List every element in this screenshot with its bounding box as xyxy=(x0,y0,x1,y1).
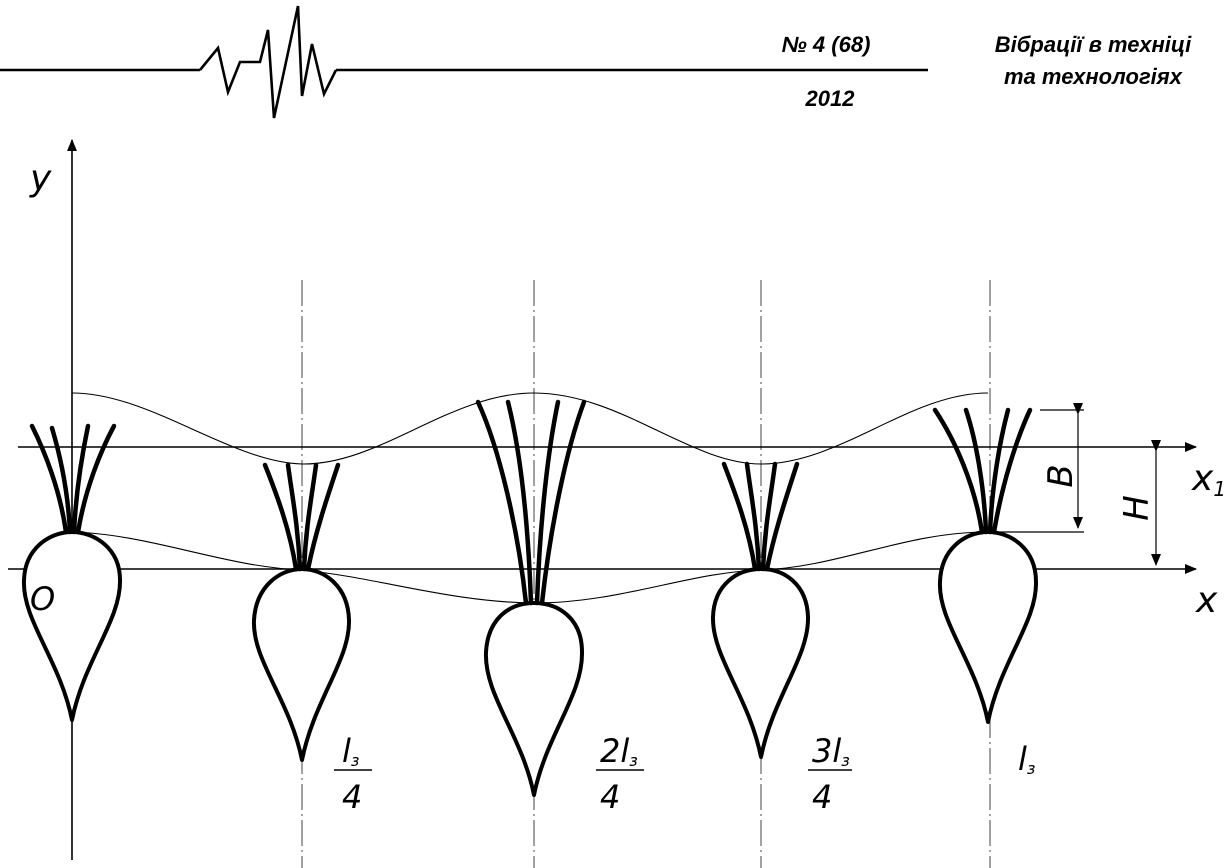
mark-quarter: lз 4 xyxy=(334,732,372,816)
beet-plant-quarter xyxy=(251,462,352,762)
beet-leaf xyxy=(764,461,800,572)
beet-leaf xyxy=(301,462,319,572)
upper-envelope-curve xyxy=(71,392,989,465)
beet-leaf xyxy=(305,462,341,572)
mark-three-quarter: 3lз 4 xyxy=(808,732,852,816)
issue-year: 2012 xyxy=(805,86,856,111)
beet-leaf xyxy=(760,461,778,572)
dimension-b xyxy=(1000,403,1084,533)
x1-axis-label: x1 xyxy=(1191,458,1226,501)
beet-leaf xyxy=(285,462,303,572)
dimension-h-label: H xyxy=(1117,495,1157,521)
beet-leaf xyxy=(991,407,1033,535)
beet-leaf xyxy=(987,407,1011,535)
beet-leaf xyxy=(539,399,587,606)
beet-leaf xyxy=(505,399,534,606)
beet-leaf xyxy=(75,423,117,535)
origin-label: O xyxy=(30,580,55,618)
beet-plant-half xyxy=(475,399,587,797)
beet-root xyxy=(21,530,123,722)
y-axis-label: y xyxy=(29,158,52,199)
fraction-numerator: 3lз xyxy=(812,732,850,770)
beet-plant-three-quarter xyxy=(710,461,811,759)
beet-root xyxy=(937,530,1039,724)
issue-number: № 4 (68) xyxy=(782,32,871,57)
beet-leaf xyxy=(534,399,561,606)
beet-leaf xyxy=(744,461,762,572)
fraction-denominator: 4 xyxy=(600,778,620,816)
beet-leaf xyxy=(262,462,299,572)
beet-leaf xyxy=(49,425,73,535)
beet-leaf xyxy=(721,461,758,572)
beet-plant-end xyxy=(932,407,1039,724)
beet-leaf xyxy=(963,407,989,535)
beet-leaf xyxy=(71,423,91,535)
beet-root xyxy=(483,601,585,797)
journal-title-line2: та технологіях xyxy=(1004,64,1183,89)
x-axis-label: x xyxy=(1195,580,1218,621)
beet-leaf xyxy=(932,407,985,535)
fraction-denominator: 4 xyxy=(812,778,832,816)
vibration-wave-icon xyxy=(198,5,338,119)
fraction-numerator: 2lз xyxy=(600,732,638,770)
page-header: № 4 (68) 2012 Вібрації в техніці та техн… xyxy=(0,5,1192,119)
beet-leaf xyxy=(29,423,69,535)
mark-end: lз xyxy=(1018,740,1035,778)
beet-root xyxy=(251,567,352,762)
journal-title-line1: Вібрації в техніці xyxy=(995,32,1192,57)
mark-half: 2lз 4 xyxy=(596,732,644,816)
center-lines xyxy=(301,280,991,868)
beet-plant-origin xyxy=(21,423,123,722)
beet-root xyxy=(710,567,811,759)
fraction-numerator: lз xyxy=(342,732,359,770)
fraction-denominator: 4 xyxy=(342,778,362,816)
beet-leaf xyxy=(475,399,529,606)
dimension-b-label: B xyxy=(1041,464,1081,487)
